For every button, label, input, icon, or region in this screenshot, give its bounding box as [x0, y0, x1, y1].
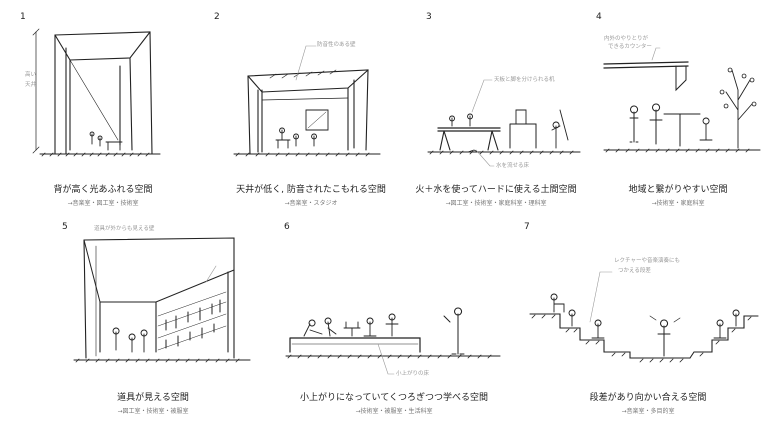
- panel-number: 6: [284, 222, 290, 232]
- panel-uses: →音楽室・図工室・技術室: [67, 200, 139, 207]
- annotation: 道具が外からも見える壁: [94, 226, 155, 232]
- panel-uses: →音楽室・多目的室: [621, 408, 675, 415]
- annotation: 高い: [25, 72, 37, 78]
- panel-number: 1: [20, 12, 26, 22]
- annotation: レクチャーや音楽演奏にも: [614, 258, 680, 264]
- panel-number: 2: [214, 12, 220, 22]
- panel-uses: →図工室・技術室・家庭科室・理科室: [445, 200, 547, 207]
- panel-number: 5: [62, 222, 68, 232]
- panel-uses: →技術室・家庭科室: [651, 200, 705, 207]
- annotation: 小上がりの床: [396, 371, 430, 377]
- panel-caption: 背が高く光あふれる空間: [53, 185, 153, 195]
- panel-caption: 地域と繋がりやすい空間: [628, 185, 728, 195]
- panel-caption: 段差があり向かい合える空間: [589, 393, 707, 403]
- annotation: 天井: [25, 82, 37, 88]
- panel-uses: →音楽室・スタジオ: [284, 200, 338, 207]
- annotation: できるカウンター: [608, 44, 652, 50]
- annotation: 水を流せる床: [496, 163, 530, 169]
- annotation: 内外のやりとりが: [604, 36, 649, 42]
- annotation: つかえる段差: [618, 268, 651, 274]
- annotation: 防音性のある壁: [317, 42, 356, 48]
- panel-caption: 火＋水を使ってハードに使える土間空間: [415, 185, 577, 195]
- annotation: 天板と脚を分けられる机: [494, 77, 555, 83]
- panel-caption: 天井が低く, 防音されたこもれる空間: [236, 185, 386, 195]
- panel-caption: 小上がりになっていてくつろぎつつ学べる空間: [299, 393, 489, 403]
- panel-number: 3: [426, 12, 432, 22]
- panel-uses: →技術室・被服室・生活科室: [355, 408, 433, 415]
- panel-number: 7: [524, 222, 530, 232]
- panel-number: 4: [596, 12, 602, 22]
- panel-caption: 道具が見える空間: [117, 393, 189, 403]
- panel-uses: →図工室・技術室・被服室: [117, 408, 189, 415]
